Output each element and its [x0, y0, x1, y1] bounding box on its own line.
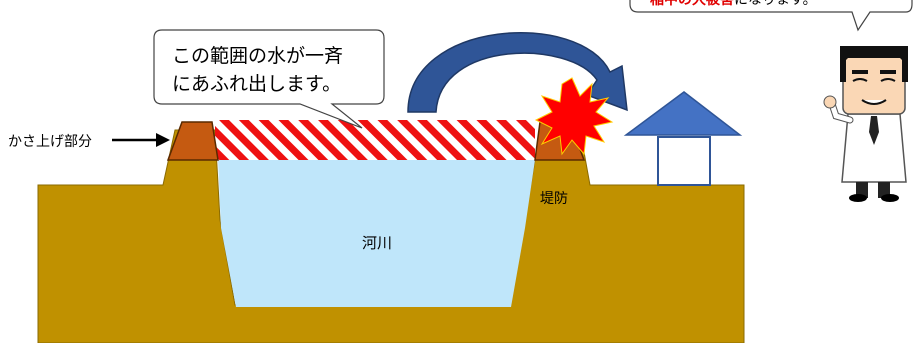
label-levee: 堤防: [540, 191, 568, 207]
raised-part-left: [166, 121, 219, 161]
callout-doctor-black: になります。: [734, 0, 817, 8]
callout-doctor-red: 稲中の大被害: [650, 0, 734, 8]
curved-arrow-icon: [407, 31, 628, 113]
callout-water-line2: にあふれ出します。: [172, 73, 341, 95]
overflow-zone: [215, 120, 535, 160]
river-water: [218, 160, 535, 307]
callout-water-line1: この範囲の水が一斉: [172, 45, 343, 67]
callout-doctor-bubble: [629, 0, 913, 32]
label-raised-part: かさ上げ部分: [8, 134, 92, 150]
house-icon: [623, 91, 743, 186]
callout-doctor-text: 稲中の大被害になります。: [650, 0, 817, 8]
burst-icon: [534, 77, 614, 156]
arrow-right-icon: [112, 133, 170, 147]
label-river: 河川: [362, 234, 392, 252]
callout-water-bubble: [153, 29, 385, 129]
doctor-icon: [823, 46, 908, 202]
